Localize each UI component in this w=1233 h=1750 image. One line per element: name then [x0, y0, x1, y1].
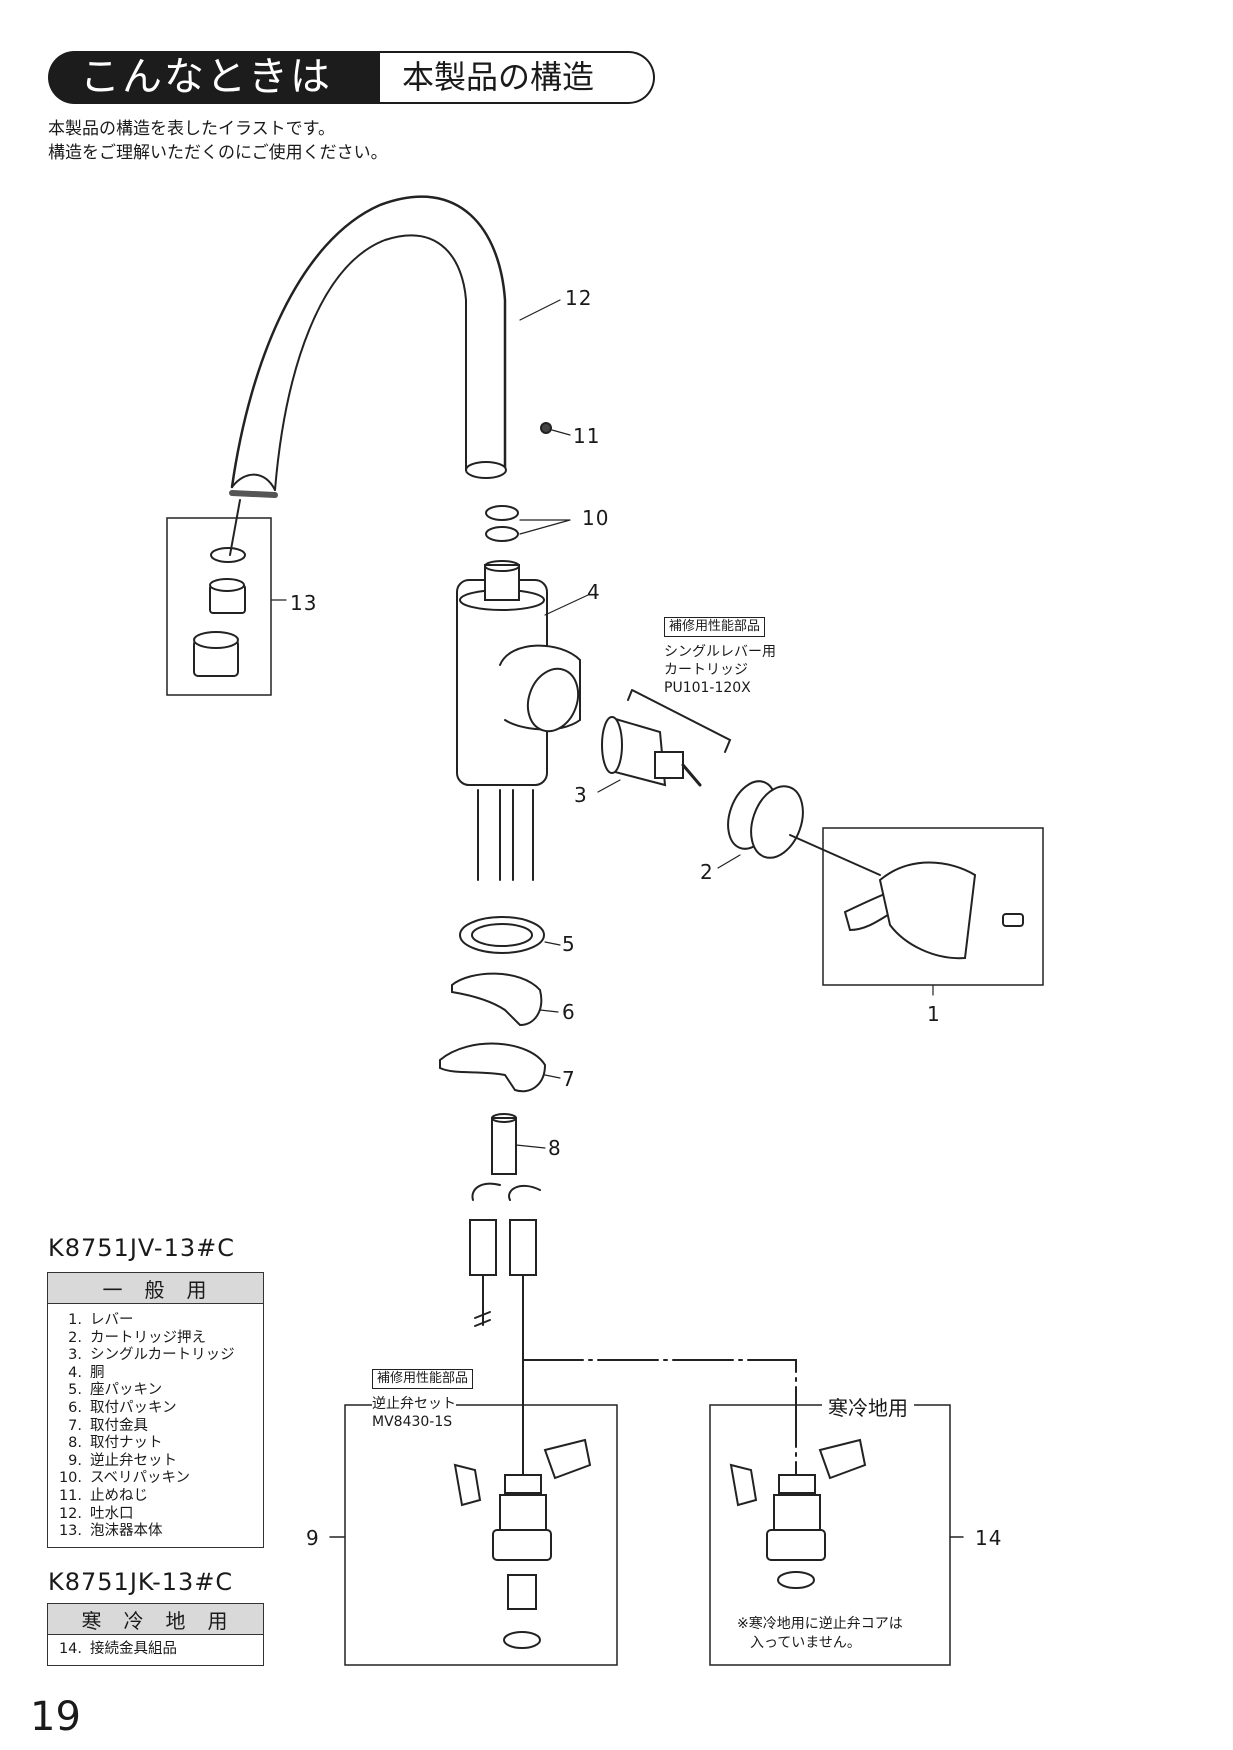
page-number: 19: [30, 1694, 81, 1740]
part-number: 12.: [58, 1505, 82, 1522]
parts-list-item: 2. カートリッジ押え: [48, 1330, 264, 1348]
section-banner: こんなときは: [48, 51, 393, 104]
callout-3: 3: [574, 783, 588, 807]
cartridge-name-2: カートリッジ: [664, 662, 748, 678]
part-name: 座パッキン: [90, 1382, 163, 1399]
parts-table-general: 一般用 1. レバー 2. カートリッジ押え 3. シングルカートリッジ 4. 胴 5. 座パッキ…: [47, 1272, 264, 1548]
valve-repair-tag: 補修用性能部品: [372, 1369, 474, 1389]
part-name: シングルカートリッジ: [90, 1347, 235, 1364]
parts-list-item: 7. 取付金具: [48, 1418, 264, 1436]
part-name: 胴: [90, 1364, 105, 1381]
callout-11: 11: [573, 424, 601, 448]
parts-list-item: 3. シングルカートリッジ: [48, 1347, 264, 1365]
part-name: レバー: [90, 1312, 134, 1328]
table-header-general: 一般用: [47, 1272, 264, 1304]
part-number: 9.: [68, 1452, 82, 1469]
parts-list-item: 1. レバー: [48, 1304, 264, 1330]
callout-12: 12: [565, 286, 593, 310]
part-name: 取付パッキン: [90, 1399, 177, 1416]
part-number: 7.: [68, 1417, 82, 1434]
callout-8: 8: [548, 1136, 562, 1160]
part-name: 接続金具組品: [90, 1641, 177, 1657]
cold-box-note-1: ※寒冷地用に逆止弁コアは: [737, 1616, 903, 1632]
callout-2: 2: [700, 860, 714, 884]
page-title: 本製品の構造: [377, 51, 655, 104]
part-name: カートリッジ押え: [90, 1329, 206, 1346]
parts-list-item: 10. スベリパッキン: [48, 1470, 264, 1488]
part-number: 14.: [58, 1641, 82, 1657]
part-number: 11.: [58, 1487, 82, 1504]
intro-line-2: 構造をご理解いただくのにご使用ください。: [48, 143, 388, 163]
parts-table-cold: 寒冷地用 14. 接続金具組品: [47, 1603, 264, 1666]
part-number: 5.: [68, 1382, 82, 1399]
part-name: 泡沫器本体: [90, 1523, 163, 1540]
parts-list-item: 11. 止めねじ: [48, 1488, 264, 1506]
callout-9: 9: [306, 1526, 320, 1550]
part-name: スベリパッキン: [90, 1470, 191, 1487]
part-name: 吐水口: [90, 1505, 134, 1522]
valve-name: 逆止弁セット: [372, 1395, 456, 1413]
valve-part-no: MV8430-1S: [372, 1414, 453, 1430]
callout-14: 14: [975, 1526, 1003, 1550]
part-name: 取付ナット: [90, 1435, 163, 1452]
parts-list-item: 13. 泡沫器本体: [48, 1523, 264, 1547]
parts-list-item: 12. 吐水口: [48, 1506, 264, 1524]
callout-4: 4: [587, 580, 601, 604]
part-number: 3.: [68, 1347, 82, 1364]
callout-13: 13: [290, 591, 318, 615]
intro-line-1: 本製品の構造を表したイラストです。: [48, 119, 335, 139]
part-number: 1.: [68, 1312, 82, 1328]
parts-list-item: 8. 取付ナット: [48, 1435, 264, 1453]
part-name: 取付金具: [90, 1417, 148, 1434]
parts-list-item: 5. 座パッキン: [48, 1382, 264, 1400]
cartridge-repair-tag: 補修用性能部品: [664, 617, 766, 637]
parts-list-item: 9. 逆止弁セット: [48, 1453, 264, 1471]
table-header-cold: 寒冷地用: [47, 1603, 264, 1635]
callout-7: 7: [562, 1067, 576, 1091]
part-number: 4.: [68, 1364, 82, 1381]
part-name: 止めねじ: [90, 1487, 148, 1504]
parts-list-item: 4. 胴: [48, 1365, 264, 1383]
callout-5: 5: [562, 932, 576, 956]
part-number: 8.: [68, 1435, 82, 1452]
part-number: 2.: [68, 1329, 82, 1346]
part-number: 10.: [58, 1470, 82, 1487]
callout-10: 10: [582, 506, 610, 530]
part-number: 6.: [68, 1399, 82, 1416]
parts-list-item: 14. 接続金具組品: [48, 1635, 264, 1666]
part-name: 逆止弁セット: [90, 1452, 177, 1469]
cold-box-note-2: 入っていません。: [750, 1635, 861, 1651]
callout-6: 6: [562, 1000, 576, 1024]
part-number: 13.: [58, 1523, 82, 1540]
model-code-cold: K8751JK-13#C: [48, 1568, 234, 1596]
cartridge-name-1: シングルレバー用: [664, 644, 776, 660]
parts-list-item: 6. 取付パッキン: [48, 1400, 264, 1418]
callout-1: 1: [927, 1002, 941, 1026]
cartridge-part-no: PU101-120X: [664, 680, 751, 696]
model-code-general: K8751JV-13#C: [48, 1234, 235, 1262]
cold-box-title: 寒冷地用: [822, 1392, 914, 1421]
